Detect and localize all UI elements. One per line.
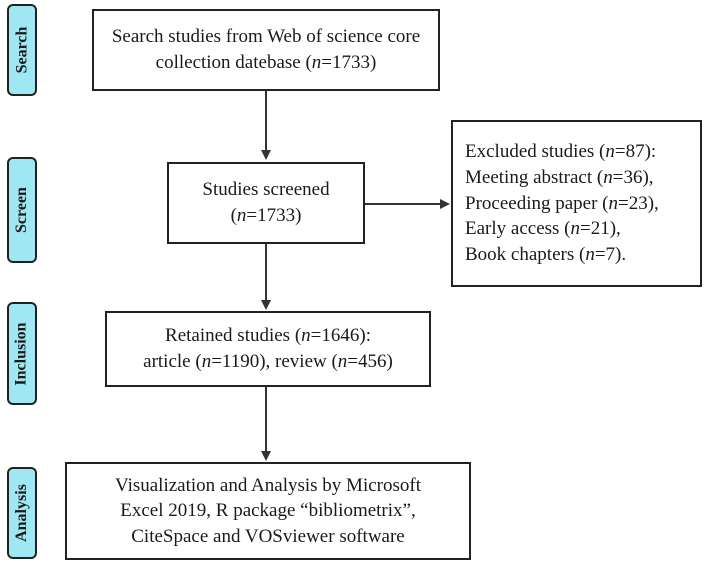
analysis-box-line3: CiteSpace and VOSviewer software	[131, 525, 405, 547]
analysis-box-line1: Visualization and Analysis by Microsoft	[115, 474, 421, 496]
stage-label-screen-text: Screen	[13, 187, 31, 233]
retained-box-line2: article (n=1190), review (n=456)	[143, 351, 393, 372]
retained-box-line1: Retained studies (n=1646):	[165, 325, 371, 347]
excluded-line-1: Excluded studies (n=87):	[465, 141, 657, 163]
analysis-box-line2: Excel 2019, R package “bibliometrix”,	[120, 500, 416, 522]
stage-label-analysis-text: Analysis	[13, 484, 31, 542]
retained-box: Retained studies (n=1646): article (n=11…	[105, 311, 431, 387]
stage-label-screen: Screen	[7, 157, 37, 263]
stage-label-search-text: Search	[13, 26, 30, 74]
analysis-box: Visualization and Analysis by Microsoft …	[65, 462, 471, 560]
excluded-line-5: Book chapters (n=7).	[465, 243, 627, 265]
stage-label-inclusion: Inclusion	[7, 302, 37, 405]
excluded-line-2: Meeting abstract (n=36),	[465, 167, 654, 189]
screened-box-line2: (n=1733)	[230, 205, 302, 226]
screened-box: Studies screened (n=1733)	[167, 162, 365, 244]
stage-label-analysis: Analysis	[7, 467, 37, 559]
stage-label-inclusion-text: Inclusion	[13, 321, 31, 386]
search-box: Search studies from Web of science core …	[92, 9, 440, 91]
search-box-line1: Search studies from Web of science core	[111, 26, 421, 48]
excluded-box: Excluded studies (n=87): Meeting abstrac…	[451, 120, 702, 287]
search-box-line2: collection datebase (n=1733)	[155, 52, 377, 73]
screened-box-line1: Studies screened	[202, 179, 330, 201]
stage-label-search: Search	[7, 4, 37, 96]
excluded-line-3: Proceeding paper (n=23),	[465, 192, 659, 214]
excluded-line-4: Early access (n=21),	[465, 218, 621, 240]
